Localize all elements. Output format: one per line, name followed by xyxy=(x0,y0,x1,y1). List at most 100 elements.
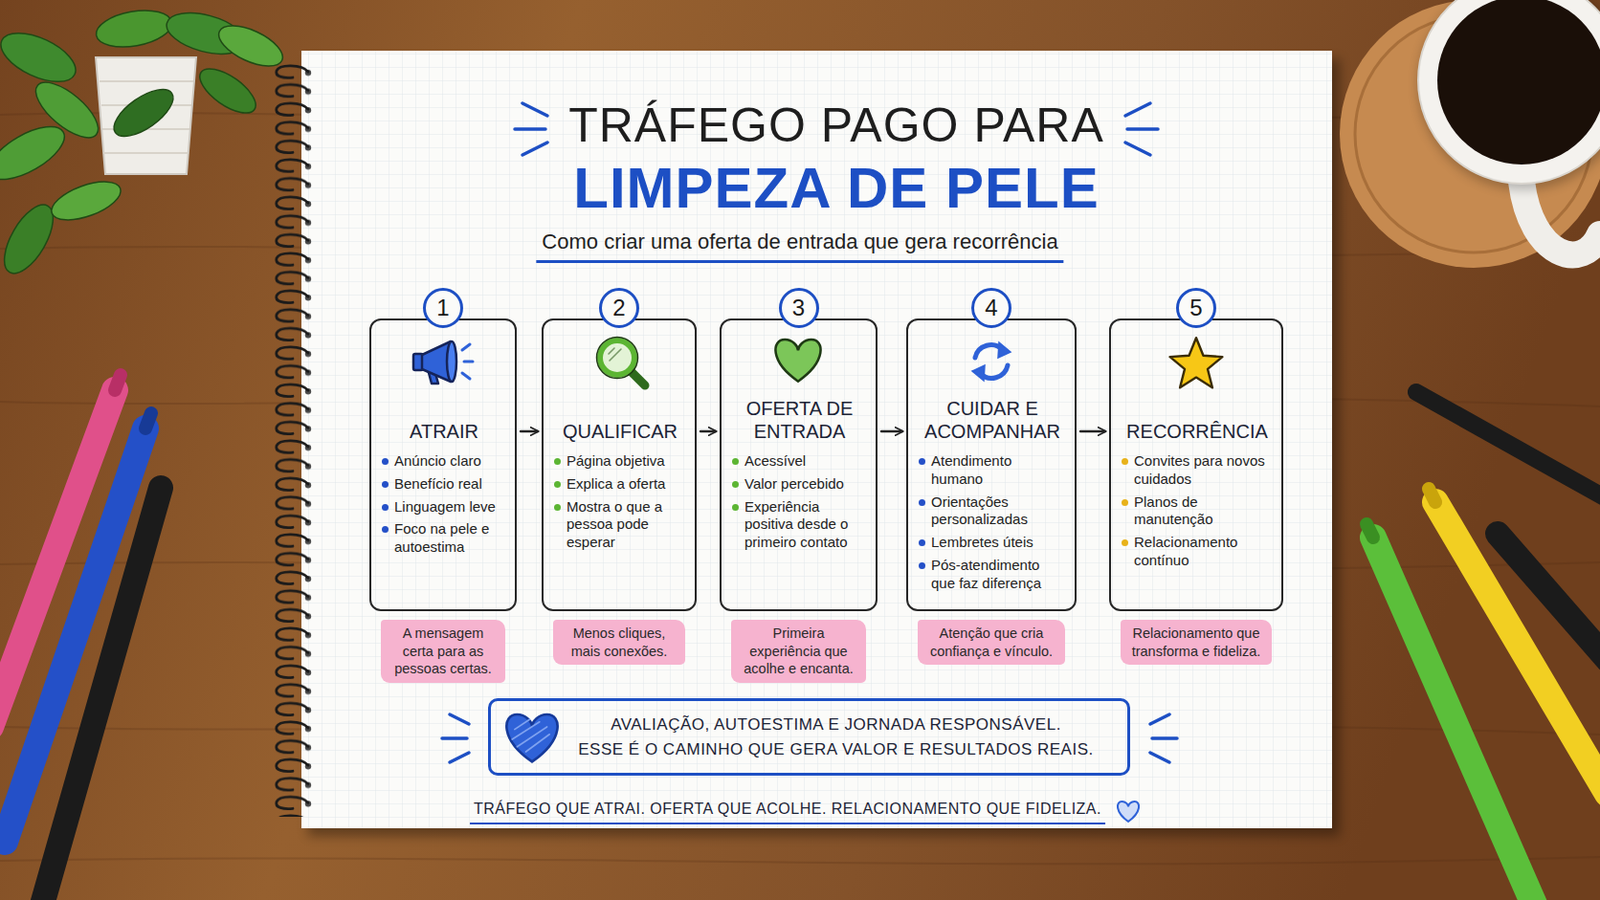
flow-arrow xyxy=(1080,430,1106,433)
caption-row: TRÁFEGO QUE ATRAI. OFERTA QUE ACOLHE. RE… xyxy=(469,800,1142,825)
coffee-mug xyxy=(1339,0,1600,268)
highlight-note: Atenção que cria confiança e vínculo. xyxy=(917,620,1066,666)
decoration xyxy=(92,4,175,52)
summary-box: AVALIAÇÃO, AUTOESTIMA E JORNADA RESPONSÁ… xyxy=(488,698,1131,777)
decoration xyxy=(0,4,289,281)
decoration xyxy=(213,17,289,74)
flow-arrow xyxy=(700,430,716,433)
title-highlight: LIMPEZA DE PELE xyxy=(573,156,1100,221)
notebook-page xyxy=(301,50,1333,829)
heading-row: QUALIFICAR xyxy=(553,395,688,444)
decoration xyxy=(1373,537,1536,900)
decoration xyxy=(0,22,84,92)
note-text: A mensagem certa para as pessoas certas. xyxy=(388,624,498,679)
decoration xyxy=(114,375,121,391)
box-heart-icon xyxy=(506,714,557,762)
small-heart-icon xyxy=(1114,800,1142,825)
decoration xyxy=(1150,753,1170,763)
callout-number: 2 xyxy=(612,296,625,320)
bullet-item: Lembretes úteis xyxy=(917,533,1067,553)
decoration xyxy=(1125,142,1151,156)
note-text: Primeira experiência que acolhe e encant… xyxy=(738,624,859,679)
flow-arrow xyxy=(520,430,538,433)
title: TRÁFEGO PAGO PARA xyxy=(568,99,1105,153)
heading-row: CUIDAR E ACOMPANHAR xyxy=(917,395,1067,444)
magnifier-icon xyxy=(597,337,646,387)
decoration xyxy=(608,348,622,361)
decoration xyxy=(46,174,126,228)
left-markers xyxy=(0,375,161,900)
decoration xyxy=(449,714,469,725)
bullet-item: Relacionamento contínuo xyxy=(1120,533,1274,571)
decoration xyxy=(1497,533,1600,661)
bullet-item: Página objetiva xyxy=(553,452,688,471)
heading-row: OFERTA DE ENTRADA xyxy=(731,395,868,444)
decoration xyxy=(462,344,470,351)
decoration xyxy=(972,365,985,381)
bullet-item: Acessível xyxy=(731,452,868,471)
subtitle: Como criar uma oferta de entrada que ger… xyxy=(535,229,1064,264)
megaphone-icon xyxy=(413,341,473,384)
summary-line: ESSE É O CAMINHO QUE GERA VALOR E RESULT… xyxy=(571,737,1101,763)
step-heading: QUALIFICAR xyxy=(562,420,678,444)
caption: TRÁFEGO QUE ATRAI. OFERTA QUE ACOLHE. RE… xyxy=(469,800,1106,825)
decoration xyxy=(775,339,821,382)
step-number-circle: 5 xyxy=(1176,288,1217,329)
flow-arrow xyxy=(881,430,903,433)
bullet-item: Explica a oferta xyxy=(553,475,688,494)
star-icon xyxy=(1170,337,1223,388)
bullet-item: Atendimento humano xyxy=(917,452,1067,489)
decoration xyxy=(449,753,469,763)
subtitle-row: Como criar uma oferta de entrada que ger… xyxy=(535,229,1064,264)
decoration xyxy=(26,72,107,147)
decoration xyxy=(600,340,635,376)
decoration xyxy=(1521,181,1600,255)
highlight-note: Relacionamento que transforma e fideliza… xyxy=(1120,620,1272,666)
decoration xyxy=(522,142,548,156)
bullet-item: Anúncio claro xyxy=(380,452,508,471)
step-number-circle: 3 xyxy=(778,288,820,329)
heading-row: RECORRÊNCIA xyxy=(1120,395,1274,444)
note-text: Atenção que cria confiança e vínculo. xyxy=(925,624,1058,661)
plant xyxy=(0,4,289,281)
decoration xyxy=(1366,524,1374,538)
page-grid xyxy=(301,50,1333,829)
summary-line: AVALIAÇÃO, AUTOESTIMA E JORNADA RESPONSÁ… xyxy=(571,712,1101,738)
decoration xyxy=(1127,127,1158,132)
spiral-binding xyxy=(271,63,316,818)
step-heading: RECORRÊNCIA xyxy=(1126,420,1268,444)
highlight-note: Menos cliques, mais conexões. xyxy=(553,620,686,666)
decoration xyxy=(1150,714,1170,725)
decoration xyxy=(145,413,152,429)
decoration xyxy=(998,342,1011,358)
decoration xyxy=(103,152,189,155)
note-text: Relacionamento que transforma e fideliza… xyxy=(1128,624,1265,661)
callout-number: 1 xyxy=(436,296,449,320)
bullet-item: Benefício real xyxy=(380,475,508,494)
decoration xyxy=(462,373,470,379)
bullet-item: Foco na pele e autoestima xyxy=(380,520,508,557)
decoration xyxy=(1170,337,1223,388)
decoration xyxy=(1152,736,1178,741)
step-heading: OFERTA DE ENTRADA xyxy=(731,397,868,444)
decoration xyxy=(1435,502,1600,795)
step-card: QUALIFICAR Página objetivaExplica a ofert… xyxy=(541,318,697,612)
heading-row: ATRAIR xyxy=(380,395,508,444)
decoration xyxy=(522,103,548,116)
right-markers xyxy=(1366,392,1600,900)
bullet-item: Planos de manutenção xyxy=(1120,493,1274,531)
bullet-item: Pós-atendimento que faz diferença xyxy=(917,556,1067,594)
highlight-note: A mensagem certa para as pessoas certas. xyxy=(380,620,506,684)
decoration xyxy=(1416,392,1600,500)
decoration xyxy=(464,360,473,364)
bullet-item: Experiência positiva desde o primeiro co… xyxy=(731,498,868,553)
decoration xyxy=(514,127,546,132)
highlight-note: Primeira experiência que acolhe e encant… xyxy=(731,620,867,684)
decoration xyxy=(506,714,557,762)
decoration xyxy=(95,57,197,175)
decoration xyxy=(0,857,1600,865)
bullet-item: Orientações personalizadas xyxy=(917,493,1067,531)
decoration xyxy=(1428,488,1436,503)
